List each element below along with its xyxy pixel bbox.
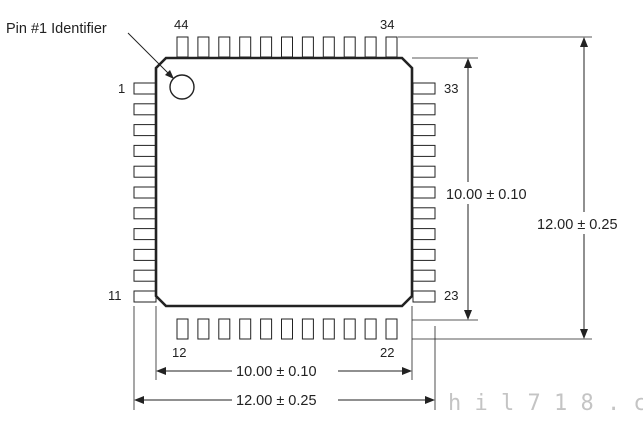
body-horizontal-arrow-right: [402, 367, 412, 375]
pin-number-22: 22: [380, 345, 394, 360]
pin: [412, 290, 436, 303]
pin: [412, 82, 436, 95]
body-vertical-arrow-bottom: [464, 310, 472, 320]
pin: [412, 269, 436, 282]
pin-number-11: 11: [108, 288, 122, 303]
top-pin-row: [176, 36, 398, 58]
pin: [412, 186, 436, 199]
pin: [412, 207, 436, 220]
pin1-label: Pin #1 Identifier: [6, 21, 107, 37]
pin: [133, 124, 157, 137]
pin: [133, 290, 157, 303]
pin: [412, 165, 436, 178]
bottom-pin-row: [176, 318, 398, 340]
overall-horizontal-arrow-left: [134, 396, 144, 404]
pin: [239, 318, 252, 340]
pin: [385, 318, 398, 340]
pin: [364, 36, 377, 58]
pin-number-33: 33: [444, 81, 458, 96]
pin: [301, 36, 314, 58]
pin: [412, 124, 436, 137]
package-body: [154, 56, 414, 308]
body-horizontal-dimension: 10.00 ± 0.10: [236, 364, 317, 380]
pin: [412, 103, 436, 116]
pin: [133, 103, 157, 116]
body-horizontal-arrow-left: [156, 367, 166, 375]
pin: [322, 318, 335, 340]
pin: [260, 36, 273, 58]
left-pin-column: [133, 82, 157, 303]
pin: [260, 318, 273, 340]
overall-vertical-label-bg: [534, 212, 640, 234]
pin: [343, 36, 356, 58]
pin: [133, 269, 157, 282]
pin-number-12: 12: [172, 345, 186, 360]
pin1-leader-line: [127, 32, 173, 78]
overall-vertical-arrow-bottom: [580, 329, 588, 339]
pin: [412, 228, 436, 241]
watermark: h i l 7 1 8 . c o m: [448, 391, 643, 416]
pin: [385, 36, 398, 58]
pin: [133, 165, 157, 178]
pin: [218, 318, 231, 340]
pin: [322, 36, 335, 58]
pin-number-34: 34: [380, 17, 394, 32]
right-pin-column: [412, 82, 436, 303]
body-vertical-label-bg: [442, 182, 554, 204]
pin: [133, 248, 157, 261]
pin: [301, 318, 314, 340]
pin: [176, 318, 189, 340]
pin: [239, 36, 252, 58]
pin: [197, 318, 210, 340]
pin1-leader-arrow: [165, 70, 174, 79]
pin: [176, 36, 189, 58]
body-vertical-arrow-top: [464, 58, 472, 68]
overall-horizontal-dimension: 12.00 ± 0.25: [236, 393, 317, 409]
pin: [133, 82, 157, 95]
pin1-dot: [169, 74, 195, 100]
pin: [412, 144, 436, 157]
pin: [412, 248, 436, 261]
pin: [133, 186, 157, 199]
pin: [281, 36, 293, 58]
pin: [343, 318, 356, 340]
pin-number-44: 44: [174, 17, 188, 32]
pin: [281, 318, 293, 340]
pin: [133, 207, 157, 220]
body-vertical-dimension: 10.00 ± 0.10: [446, 187, 527, 203]
overall-horizontal-arrow-right: [425, 396, 435, 404]
overall-horizontal-label-bg: [232, 390, 338, 410]
pin: [364, 318, 377, 340]
pin: [197, 36, 210, 58]
body-horizontal-label-bg: [232, 361, 338, 381]
overall-vertical-dimension: 12.00 ± 0.25: [537, 217, 618, 233]
pin: [218, 36, 231, 58]
pin-number-1: 1: [118, 81, 125, 96]
pin: [133, 144, 157, 157]
pin-number-23: 23: [444, 288, 458, 303]
overall-vertical-arrow-top: [580, 37, 588, 47]
pin: [133, 228, 157, 241]
